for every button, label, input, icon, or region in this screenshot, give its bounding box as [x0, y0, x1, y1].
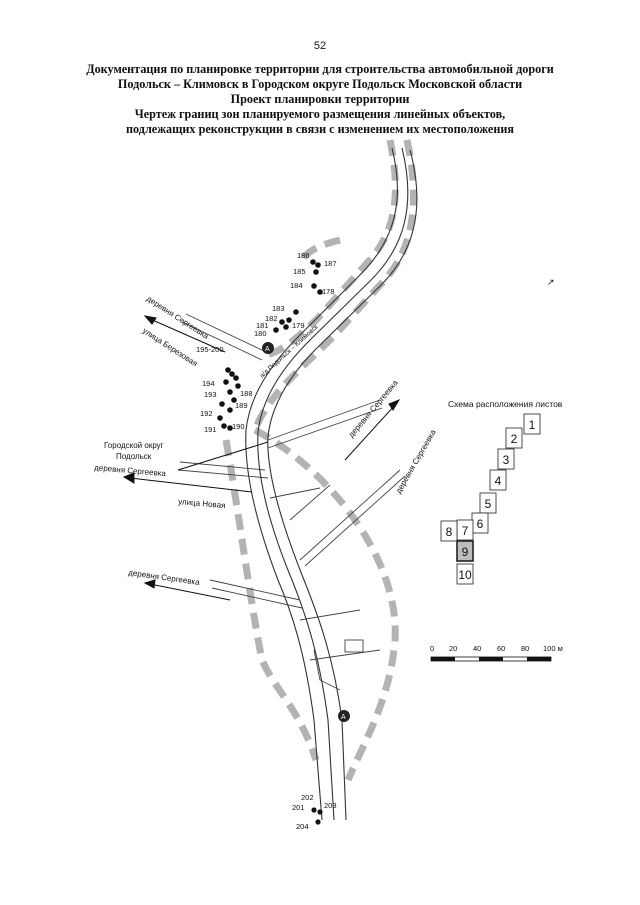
pt-193: 193	[204, 390, 217, 399]
pt-195-200: 195-200	[196, 345, 224, 354]
title-line-5: подлежащих реконструкции в связи с измен…	[126, 122, 514, 136]
label-district: Городской округ	[104, 441, 164, 450]
map-labels: деревня Сергеевка улица Березовая Городс…	[94, 294, 438, 587]
marker-1: A	[265, 346, 270, 353]
sheet-label-6: 6	[477, 517, 484, 531]
main-road	[245, 147, 418, 821]
pt-203: 203	[324, 801, 337, 810]
direction-arrows	[122, 315, 401, 601]
pt-187: 187	[324, 259, 337, 268]
sheet-label-2: 2	[511, 432, 518, 446]
pt-192: 192	[200, 409, 213, 418]
pt-184: 184	[290, 281, 303, 290]
pt-183: 183	[272, 304, 285, 313]
pt-185: 185	[293, 267, 306, 276]
pt-186: 186	[297, 251, 310, 260]
pt-182: 182	[265, 314, 278, 323]
pt-178: 178	[322, 287, 335, 296]
sheet-label-10: 10	[458, 568, 472, 582]
survey-points	[217, 259, 323, 825]
zone-boundary	[222, 139, 418, 782]
sheet-label-8: 8	[446, 525, 453, 539]
sheet-1	[523, 413, 541, 435]
markers: A A	[262, 342, 350, 722]
pt-204: 204	[296, 822, 309, 831]
sheet-3	[497, 448, 515, 470]
pt-188: 188	[240, 389, 253, 398]
label-village-5: деревня Сергеевка	[394, 428, 438, 495]
sheet-label-7: 7	[462, 524, 469, 538]
scale-bar: 0 20 40 60 80 100 м	[430, 644, 563, 662]
document-title: Документация по планировке территории дл…	[40, 62, 600, 137]
scale-60: 60	[497, 644, 505, 653]
sheet-2	[505, 427, 523, 449]
scale-20: 20	[449, 644, 457, 653]
pt-202: 202	[301, 793, 314, 802]
pt-179: 179	[292, 321, 305, 330]
pt-189: 189	[235, 401, 248, 410]
sheet-label-4: 4	[495, 474, 502, 488]
title-line-2: Подольск – Климовск в Городском округе П…	[117, 77, 523, 91]
pt-194: 194	[202, 379, 215, 388]
marker-2: A	[341, 714, 346, 721]
pt-181: 181	[256, 321, 269, 330]
page-number: 52	[313, 40, 327, 52]
scale-0: 0	[430, 644, 434, 653]
north-mark: ↗	[547, 277, 555, 287]
point-labels: 186 187 185 184 178 183 182 181 179 180 …	[196, 251, 337, 831]
pt-180: 180	[254, 329, 267, 338]
label-street-berezovaya: улица Березовая	[141, 326, 199, 368]
label-district-2: Подольск	[116, 452, 152, 461]
scale-80: 80	[521, 644, 529, 653]
side-roads	[177, 313, 406, 691]
title-line-1: Документация по планировке территории дл…	[86, 62, 554, 76]
sheet-label-9: 9	[462, 545, 469, 559]
scale-40: 40	[473, 644, 481, 653]
sheet-label-1: 1	[529, 418, 536, 432]
sheet-label-3: 3	[503, 453, 510, 467]
sheet-9	[456, 540, 474, 562]
scale-100: 100 м	[543, 644, 563, 653]
sheet-4	[489, 469, 507, 491]
sheet-label-5: 5	[485, 497, 492, 511]
label-village-3: деревня Сергеевка	[128, 568, 201, 587]
sheet-10	[456, 563, 474, 585]
sheet-8	[440, 520, 458, 542]
sheet-scheme-title: Схема расположения листов	[448, 399, 563, 409]
pt-191: 191	[204, 425, 217, 434]
label-street-novaya: улица Новая	[178, 497, 226, 510]
pt-201: 201	[292, 803, 305, 812]
title-line-4: Чертеж границ зон планируемого размещени…	[134, 107, 506, 121]
title-line-3: Проект планировки территории	[230, 92, 410, 106]
pt-190: 190	[232, 422, 245, 431]
